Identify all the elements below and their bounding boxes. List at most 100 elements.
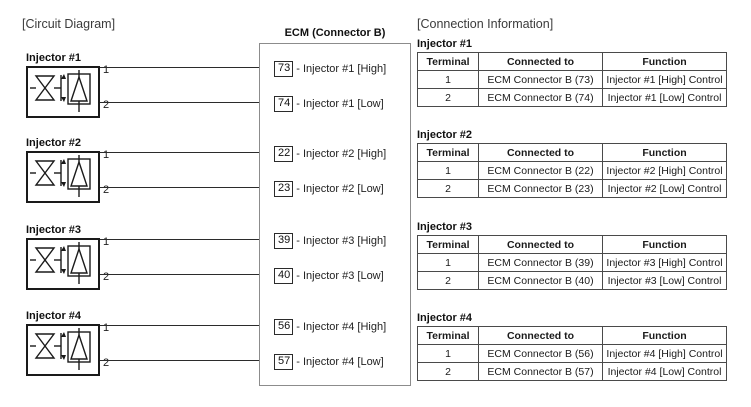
- ecm-pin-number: 39: [273, 232, 294, 249]
- injector-schematic-icon: [30, 242, 91, 284]
- injector-terminal-1-label: 1: [103, 322, 110, 334]
- ecm-pin-number: 73: [273, 60, 294, 77]
- table-row: 2 ECM Connector B (40) Injector #3 [Low]…: [417, 271, 727, 290]
- table-label-injector-3: Injector #3: [417, 221, 473, 233]
- cell-connected-to: ECM Connector B (74): [478, 88, 603, 107]
- injector-terminal-2-label: 2: [103, 271, 110, 283]
- wire-injector4-terminal2: [100, 360, 265, 361]
- cell-connected-to: ECM Connector B (57): [478, 362, 603, 381]
- injector-label: Injector #2: [26, 137, 82, 149]
- cell-function: Injector #1 [Low] Control: [602, 88, 727, 107]
- wire-injector1-terminal1: [100, 67, 265, 68]
- cell-terminal: 2: [417, 362, 479, 381]
- wire-injector2-terminal2: [100, 187, 265, 188]
- injector-symbol-box: [26, 238, 100, 290]
- cell-function: Injector #4 [High] Control: [602, 344, 727, 363]
- injector-label: Injector #1: [26, 52, 82, 64]
- cell-function: Injector #2 [High] Control: [602, 161, 727, 180]
- column-header-connected-to: Connected to: [478, 143, 603, 162]
- ecm-connector-title: ECM (Connector B): [284, 27, 386, 39]
- column-header-terminal: Terminal: [417, 235, 479, 254]
- cell-terminal: 2: [417, 271, 479, 290]
- ecm-pin-row: 23 - Injector #2 [Low]: [273, 180, 384, 198]
- table-row: 1 ECM Connector B (39) Injector #3 [High…: [417, 253, 727, 272]
- cell-function: Injector #3 [Low] Control: [602, 271, 727, 290]
- cell-terminal: 1: [417, 253, 479, 272]
- injector-schematic-icon: [30, 70, 91, 112]
- wire-injector1-terminal2: [100, 102, 265, 103]
- ecm-pin-row: 39 - Injector #3 [High]: [273, 232, 387, 250]
- cell-connected-to: ECM Connector B (56): [478, 344, 603, 363]
- column-header-function: Function: [602, 326, 727, 345]
- table-label-injector-4: Injector #4: [417, 312, 473, 324]
- ecm-pin-row: 57 - Injector #4 [Low]: [273, 353, 384, 371]
- connection-table-injector-3: Terminal Connected to Function 1 ECM Con…: [417, 235, 727, 290]
- column-header-function: Function: [602, 235, 727, 254]
- ecm-pin-label: - Injector #4 [Low]: [296, 356, 384, 368]
- ecm-pin-row: 74 - Injector #1 [Low]: [273, 95, 384, 113]
- wire-injector3-terminal2: [100, 274, 265, 275]
- table-row: 1 ECM Connector B (56) Injector #4 [High…: [417, 344, 727, 363]
- ecm-pin-row: 73 - Injector #1 [High]: [273, 60, 387, 78]
- ecm-pin-label: - Injector #1 [High]: [296, 63, 387, 75]
- column-header-terminal: Terminal: [417, 326, 479, 345]
- ecm-pin-label: - Injector #2 [High]: [296, 148, 387, 160]
- cell-connected-to: ECM Connector B (22): [478, 161, 603, 180]
- ecm-pin-number: 22: [273, 145, 294, 162]
- cell-function: Injector #3 [High] Control: [602, 253, 727, 272]
- table-header-row: Terminal Connected to Function: [417, 235, 727, 254]
- ecm-pin-number: 57: [273, 353, 294, 370]
- injector-symbol-box: [26, 151, 100, 203]
- cell-connected-to: ECM Connector B (23): [478, 179, 603, 198]
- ecm-pin-label: - Injector #3 [High]: [296, 235, 387, 247]
- ecm-pin-number: 23: [273, 180, 294, 197]
- injector-label: Injector #4: [26, 310, 82, 322]
- column-header-terminal: Terminal: [417, 143, 479, 162]
- injector-symbol-box: [26, 66, 100, 118]
- ecm-pin-row: 56 - Injector #4 [High]: [273, 318, 386, 336]
- table-header-row: Terminal Connected to Function: [417, 143, 727, 162]
- table-row: 1 ECM Connector B (73) Injector #1 [High…: [417, 70, 727, 89]
- column-header-connected-to: Connected to: [478, 52, 603, 71]
- circuit-diagram-panel: [Circuit Diagram] Injector #1 1 2 Inject…: [22, 17, 411, 386]
- injector-terminal-2-label: 2: [103, 357, 110, 369]
- column-header-function: Function: [602, 52, 727, 71]
- injector-schematic-icon: [30, 155, 91, 197]
- cell-function: Injector #2 [Low] Control: [602, 179, 727, 198]
- cell-function: Injector #1 [High] Control: [602, 70, 727, 89]
- connection-information-panel: [Connection Information] Injector #1 Ter…: [417, 0, 751, 407]
- injector-symbol-box: [26, 324, 100, 376]
- table-row: 2 ECM Connector B (57) Injector #4 [Low]…: [417, 362, 727, 381]
- column-header-function: Function: [602, 143, 727, 162]
- column-header-connected-to: Connected to: [478, 326, 603, 345]
- cell-terminal: 1: [417, 161, 479, 180]
- injector-terminal-1-label: 1: [103, 236, 110, 248]
- connection-information-title: [Connection Information]: [417, 17, 554, 31]
- cell-connected-to: ECM Connector B (39): [478, 253, 603, 272]
- ecm-pin-label: - Injector #2 [Low]: [296, 183, 384, 195]
- column-header-terminal: Terminal: [417, 52, 479, 71]
- ecm-pin-row: 22 - Injector #2 [High]: [273, 145, 387, 163]
- ecm-pin-label: - Injector #1 [Low]: [296, 98, 384, 110]
- cell-terminal: 2: [417, 88, 479, 107]
- table-row: 2 ECM Connector B (23) Injector #2 [Low]…: [417, 179, 727, 198]
- ecm-pin-number: 40: [273, 267, 294, 284]
- table-label-injector-1: Injector #1: [417, 38, 473, 50]
- injector-terminal-1-label: 1: [103, 64, 110, 76]
- connection-table-injector-1: Terminal Connected to Function 1 ECM Con…: [417, 52, 727, 107]
- ecm-pin-label: - Injector #3 [Low]: [296, 270, 384, 282]
- table-label-injector-2: Injector #2: [417, 129, 473, 141]
- cell-terminal: 1: [417, 70, 479, 89]
- cell-connected-to: ECM Connector B (73): [478, 70, 603, 89]
- injector-schematic-icon: [30, 328, 91, 370]
- cell-terminal: 2: [417, 179, 479, 198]
- injector-label: Injector #3: [26, 224, 82, 236]
- cell-terminal: 1: [417, 344, 479, 363]
- cell-function: Injector #4 [Low] Control: [602, 362, 727, 381]
- connection-table-injector-2: Terminal Connected to Function 1 ECM Con…: [417, 143, 727, 198]
- injector-terminal-2-label: 2: [103, 184, 110, 196]
- ecm-connector-box: 73 - Injector #1 [High] 74 - Injector #1…: [259, 43, 411, 386]
- circuit-diagram-title: [Circuit Diagram]: [22, 17, 116, 31]
- table-header-row: Terminal Connected to Function: [417, 52, 727, 71]
- ecm-pin-number: 56: [273, 318, 294, 335]
